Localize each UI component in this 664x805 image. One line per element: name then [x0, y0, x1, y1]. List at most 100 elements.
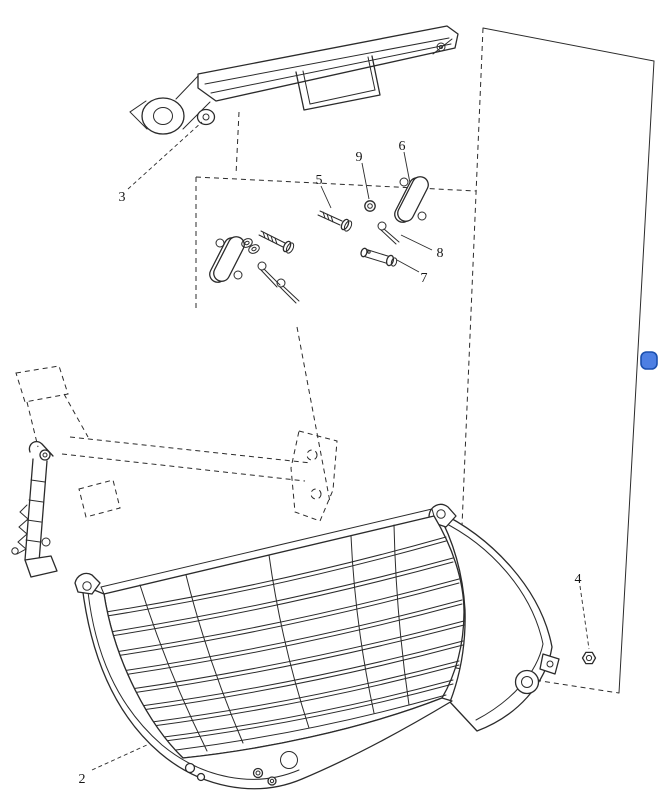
beam-left-hub: [141, 97, 185, 135]
beam-end-hole: [436, 42, 446, 52]
beam-end-edge: [432, 38, 453, 55]
right-plate-thickness-line: [440, 520, 544, 721]
nut-hole: [585, 654, 593, 662]
latch-rail: [24, 458, 34, 561]
panel-top-edge: [482, 27, 655, 62]
ghost-plate-outline: [78, 479, 121, 518]
link-plate-hole: [417, 211, 427, 221]
right-hub: [514, 669, 540, 695]
washer-part-9: [364, 200, 376, 212]
grate-slat: [109, 557, 454, 637]
leader-7: [396, 259, 420, 273]
right-tab: [539, 653, 560, 675]
beam-left-hub-bore: [153, 107, 173, 125]
bolt-threads: [262, 231, 278, 245]
grate-slat: [130, 620, 465, 694]
beam-pivot-boss: [196, 108, 216, 126]
nut-hex: [581, 651, 597, 665]
construction-line: [26, 401, 39, 448]
cotter-pin-loop: [377, 221, 387, 231]
apron-bolt: [184, 762, 196, 774]
latch-foot: [24, 555, 58, 578]
latch-rungs: [25, 479, 46, 543]
leader-3: [127, 121, 203, 190]
apron-bolt: [252, 767, 264, 779]
top-beam-part: [129, 25, 459, 135]
leader-2: [91, 743, 150, 771]
link-plate-hole: [215, 238, 225, 248]
construction-line: [61, 453, 306, 482]
apron-thickness-line: [87, 591, 300, 780]
spring-eye: [11, 547, 19, 555]
cotter-pin-legs: [380, 228, 400, 245]
washer: [241, 238, 253, 248]
ghost-bracket-outline: [15, 365, 69, 403]
apron-bolt: [196, 772, 206, 782]
callout-4[interactable]: 4: [575, 572, 582, 587]
construction-line: [235, 111, 240, 176]
beam-pivot-hole: [202, 113, 210, 121]
leader-6: [403, 151, 411, 184]
apron-hole: [280, 751, 298, 769]
apron-bolt: [267, 776, 277, 786]
grate-rib: [185, 574, 244, 744]
grate-rib: [139, 584, 208, 752]
cotter-pin-legs: [279, 285, 300, 304]
link-plate: [397, 176, 429, 222]
callout-8[interactable]: 8: [437, 246, 444, 261]
bolt-shaft: [317, 210, 343, 226]
construction-line: [195, 176, 477, 192]
pin-part-7: [360, 247, 398, 267]
callout-leaders: [91, 121, 590, 771]
nut-part-4: [581, 651, 597, 665]
diagram-art: 2 3 4 5 6 7 8 9: [11, 25, 658, 790]
link-plate-part-6: [394, 176, 429, 223]
ghost-mount-bracket: [290, 430, 338, 522]
beam-left-arms: [175, 75, 211, 130]
grate-rib: [350, 535, 375, 714]
latch-spring: [16, 504, 29, 555]
ghost-hole: [310, 488, 322, 500]
pin-flange: [385, 254, 395, 267]
leader-4: [579, 585, 590, 650]
construction-line: [296, 326, 331, 503]
ghost-hole: [306, 449, 318, 461]
apron-bolt-hole: [269, 778, 275, 784]
latch-roller: [41, 537, 51, 547]
callout-7[interactable]: 7: [421, 271, 428, 286]
hardware-cluster: [209, 176, 597, 665]
right-tab-hole: [546, 660, 554, 668]
back-flange: [100, 508, 435, 595]
beam-handle-inner: [302, 56, 376, 105]
bolt-head-face: [285, 242, 295, 254]
beam-handle-outer: [295, 55, 381, 111]
grate-slat: [163, 679, 454, 742]
washer: [248, 244, 260, 254]
leader-5: [320, 185, 332, 209]
construction-lines: [15, 111, 477, 522]
latch-rail: [38, 460, 48, 563]
callout-5[interactable]: 5: [316, 173, 323, 188]
cotter-pin-loop: [276, 278, 286, 288]
panel-right-edge: [618, 60, 655, 694]
callout-6[interactable]: 6: [399, 139, 406, 154]
pin-cross-hole: [367, 250, 371, 254]
left-tab-hole: [82, 581, 92, 591]
pin-head: [390, 257, 398, 267]
link-plate-hole: [233, 270, 243, 280]
beam-channel-lines: [204, 37, 452, 94]
beam-left-hook-tip: [129, 100, 148, 130]
latch-assembly: [11, 440, 58, 578]
callout-3[interactable]: 3: [119, 190, 126, 205]
grate-slat: [105, 536, 447, 617]
construction-line: [69, 436, 312, 464]
link-plate: [213, 236, 245, 282]
callout-9[interactable]: 9: [356, 150, 363, 165]
figure-link-marker[interactable]: [640, 351, 658, 370]
callout-2[interactable]: 2: [79, 772, 86, 787]
apron-bolt-hole: [255, 770, 261, 776]
grate-rib: [268, 554, 310, 729]
bolt-head-face: [343, 220, 353, 232]
